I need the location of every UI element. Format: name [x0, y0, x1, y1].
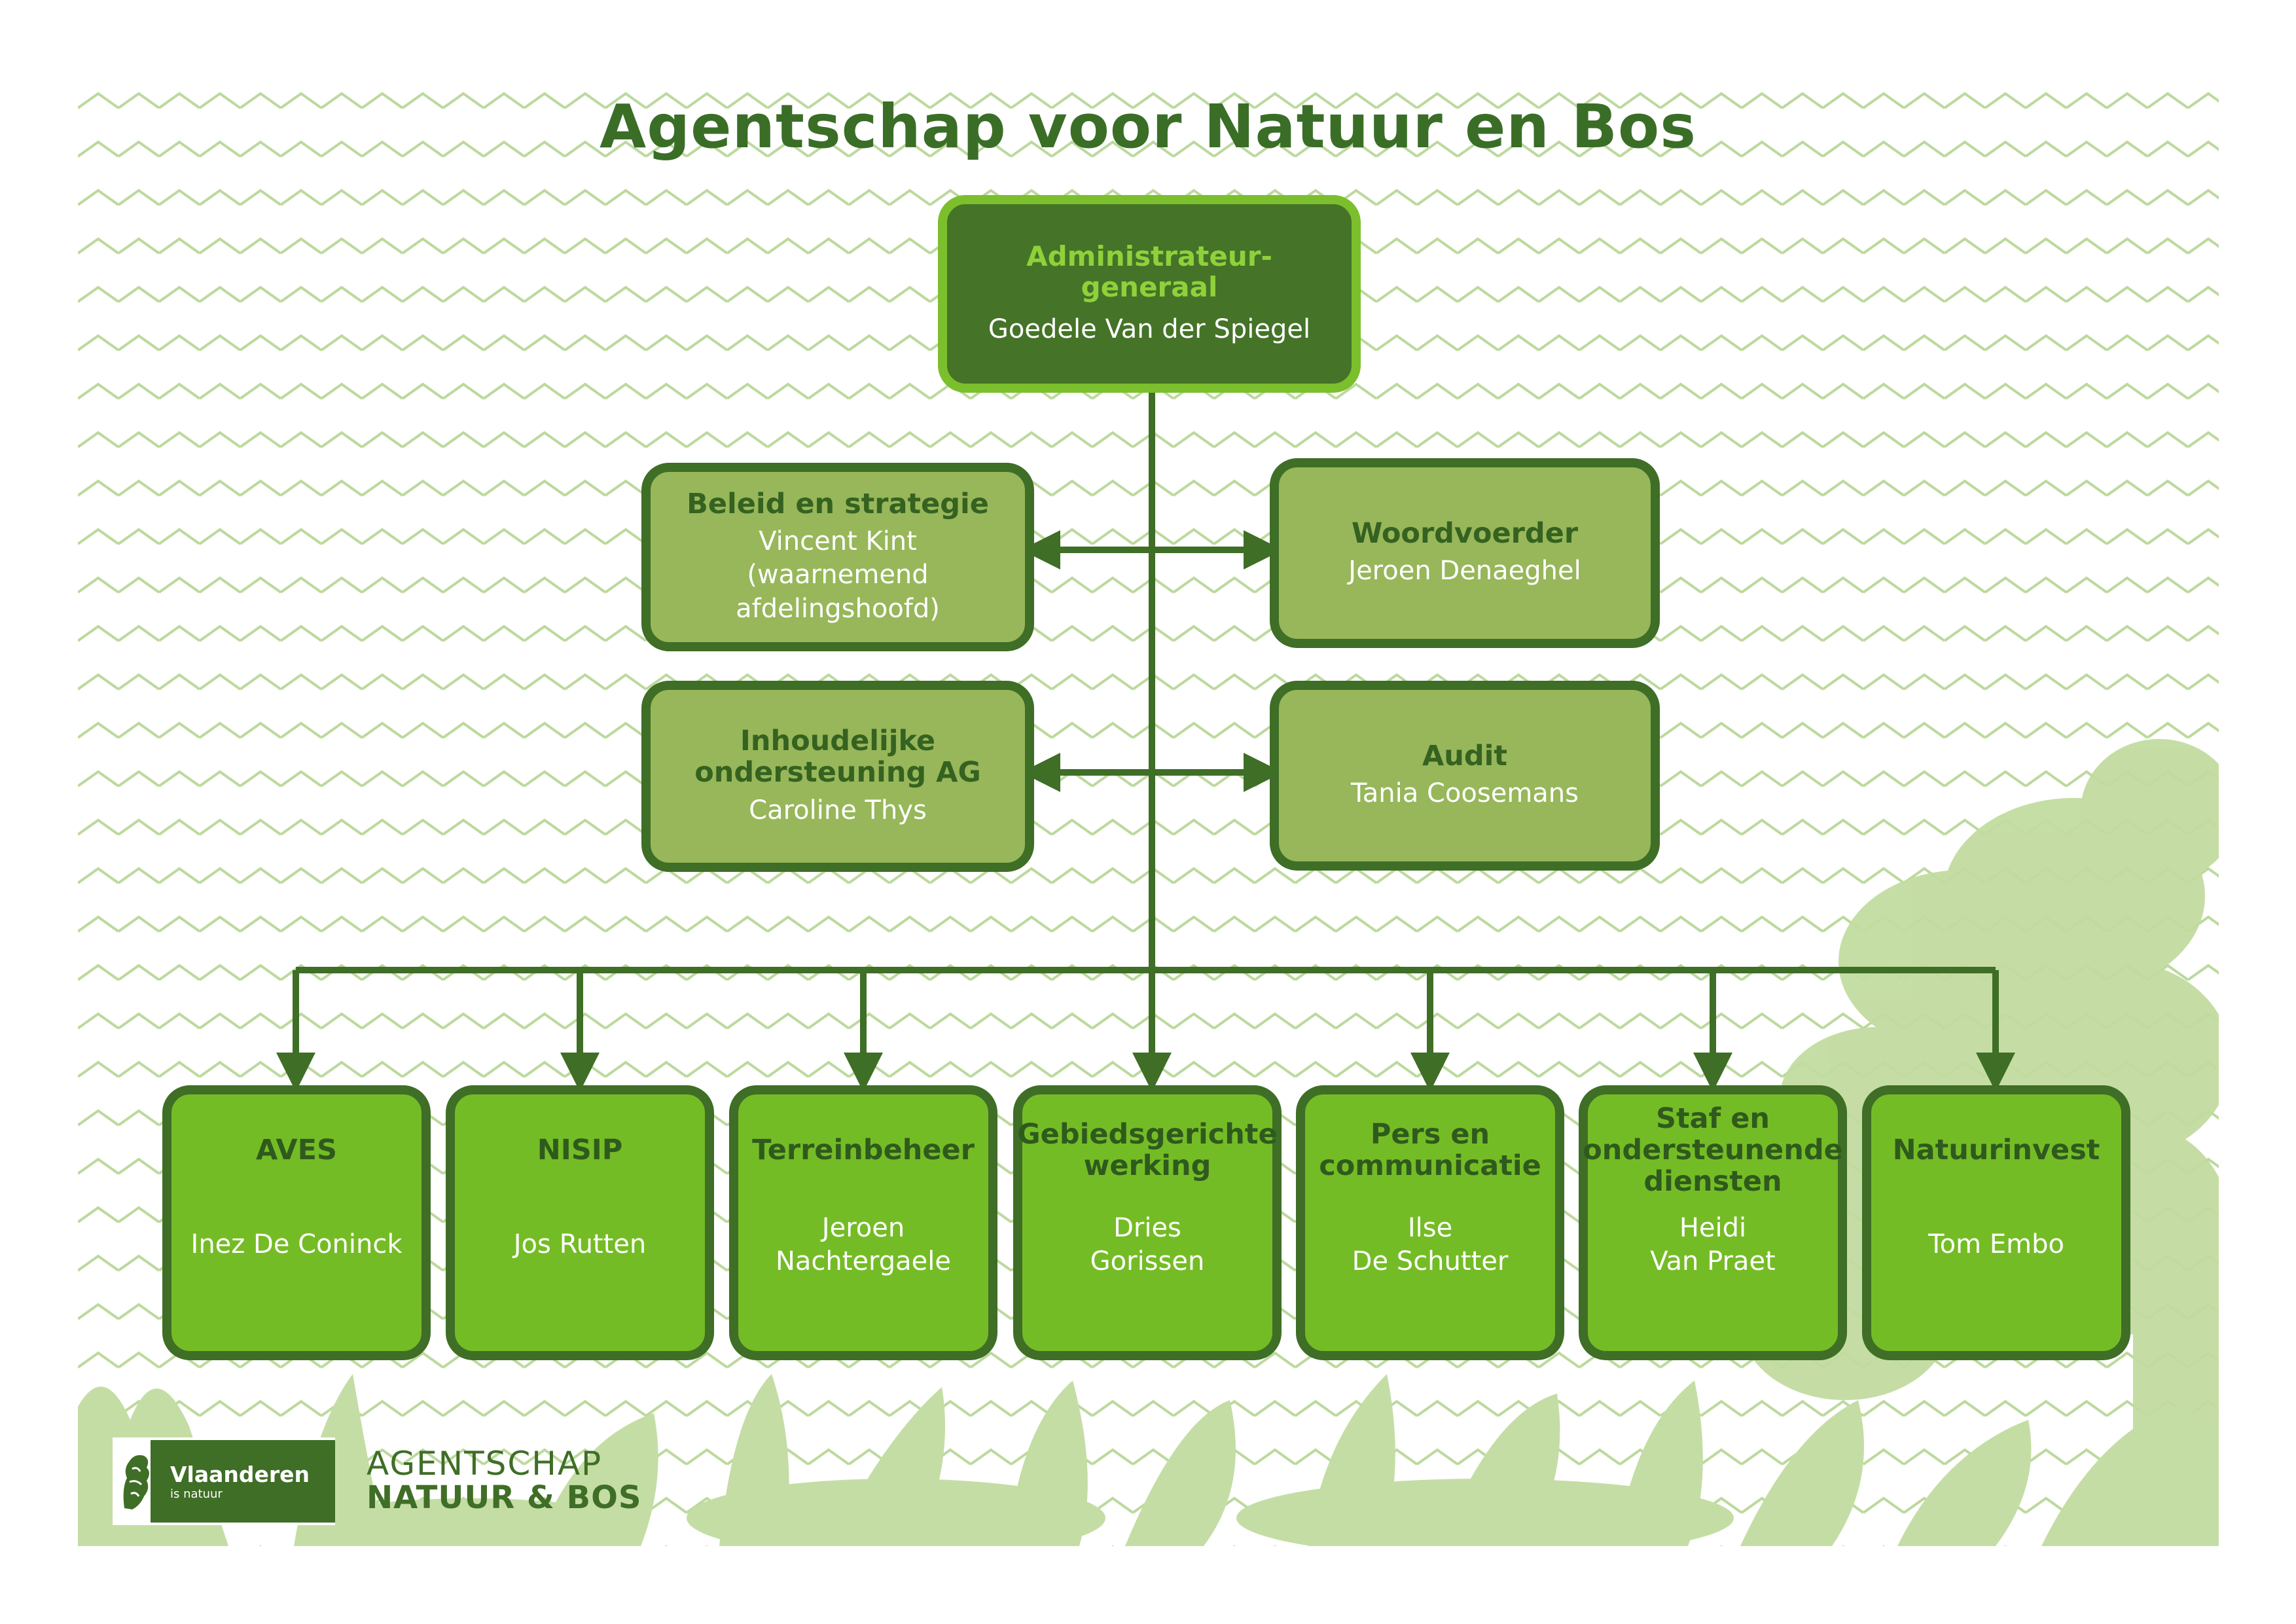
- foliage-silhouette: [78, 1374, 2219, 1546]
- box-person: Caroline Thys: [749, 795, 927, 825]
- box-person: Inez De Coninck: [190, 1229, 403, 1260]
- box-person: Jeroen Denaeghel: [1348, 556, 1581, 586]
- logo-line-1: Vlaanderen: [170, 1462, 310, 1487]
- box-title: Terreinbeheer: [752, 1133, 975, 1166]
- box-title: Woordvoerder: [1351, 517, 1579, 550]
- logo-text-block: Vlaanderen is natuur: [151, 1440, 335, 1523]
- box-person: Jos Rutten: [513, 1229, 647, 1260]
- box-woordvoerder: Woordvoerder Jeroen Denaeghel: [1270, 458, 1660, 648]
- box-person: Goedele Van der Spiegel: [988, 314, 1311, 345]
- box-person: Tom Embo: [1928, 1229, 2064, 1260]
- box-administrateur-generaal: Administrateur-generaal Goedele Van der …: [938, 195, 1361, 393]
- agency-line-1: AGENTSCHAP: [367, 1445, 603, 1483]
- logo-line-2: is natuur: [170, 1487, 223, 1501]
- box-natuurinvest: Natuurinvest Tom Embo: [1862, 1085, 2130, 1360]
- box-nisip: NISIP Jos Rutten: [446, 1085, 714, 1360]
- lion-icon: [123, 1455, 149, 1509]
- page-title: Agentschap voor Natuur en Bos: [600, 92, 1696, 162]
- box-title: NISIP: [537, 1133, 623, 1166]
- box-beleid-en-strategie: Beleid en strategie Vincent Kint(waarnem…: [641, 463, 1034, 651]
- box-aves: AVES Inez De Coninck: [162, 1085, 431, 1360]
- box-person: Tania Coosemans: [1350, 778, 1579, 809]
- agency-wordmark: AGENTSCHAP NATUUR & BOS: [367, 1447, 642, 1514]
- box-audit: Audit Tania Coosemans: [1270, 681, 1660, 871]
- box-title: AVES: [256, 1133, 337, 1166]
- vlaanderen-logo: Vlaanderen is natuur: [113, 1437, 335, 1525]
- box-title: Audit: [1422, 740, 1507, 773]
- box-title: Administrateur-generaal: [1026, 240, 1272, 304]
- agency-line-2: NATUUR & BOS: [367, 1479, 642, 1516]
- box-title: Natuurinvest: [1892, 1133, 2100, 1166]
- box-title: Beleid en strategie: [687, 488, 989, 521]
